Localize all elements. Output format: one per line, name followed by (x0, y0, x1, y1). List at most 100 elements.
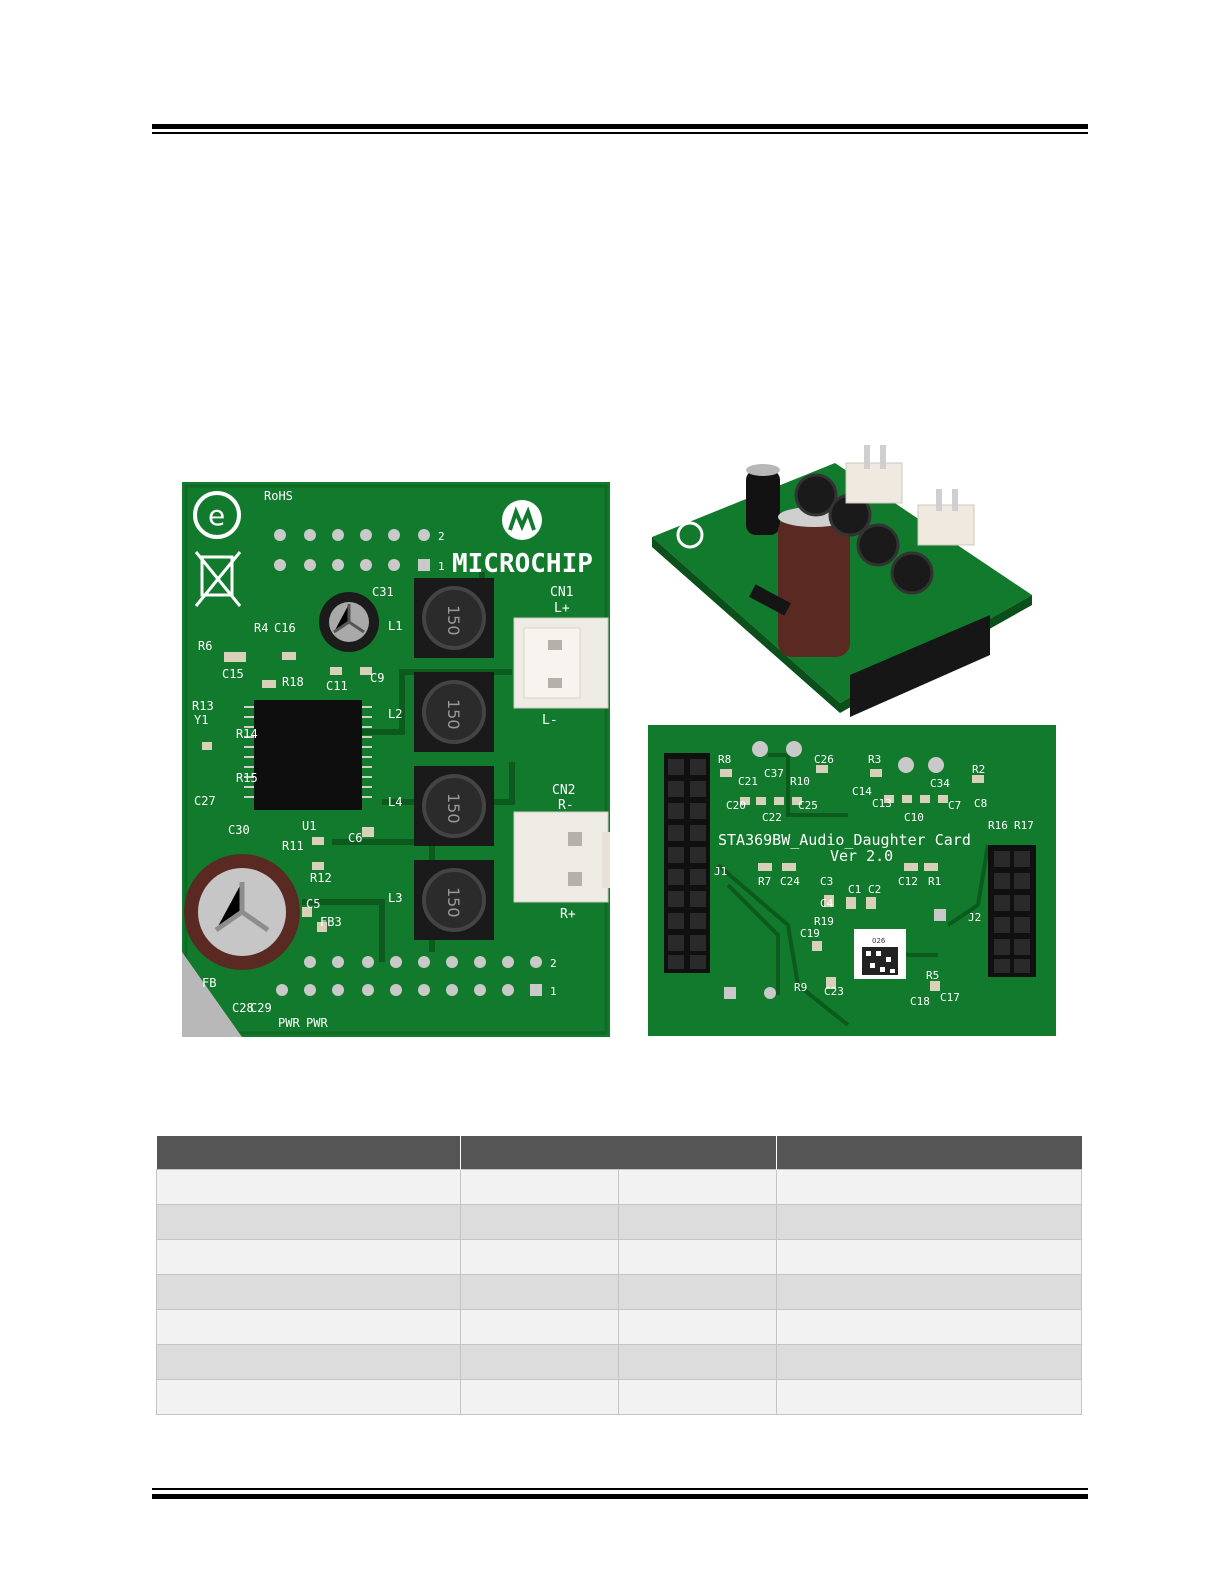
svg-text:C23: C23 (824, 985, 844, 998)
svg-text:C13: C13 (872, 797, 892, 810)
svg-text:Y1: Y1 (194, 713, 208, 727)
silkscreen-labels: R6 R4 C16 C31 L1 C15 R18 C11 C9 R13 Y1 R… (192, 585, 402, 1030)
table-cell (776, 1344, 1082, 1380)
table-cell (776, 1274, 1082, 1310)
cn1-pos-label: L+ (554, 601, 570, 616)
pin-label-2: 2 (438, 530, 445, 543)
chip-u1 (244, 700, 372, 810)
header-j1 (664, 753, 710, 973)
rohs-mark: RoHS (264, 489, 293, 503)
test-pads (724, 741, 946, 999)
table-cell (459, 1309, 620, 1345)
table-cell (776, 1379, 1082, 1415)
svg-text:R16: R16 (988, 819, 1008, 832)
header-j2 (988, 845, 1036, 977)
svg-text:C17: C17 (940, 991, 960, 1004)
svg-text:R17: R17 (1014, 819, 1034, 832)
svg-text:C25: C25 (798, 799, 818, 812)
connector-cn2 (513, 811, 610, 903)
table-row (156, 1239, 1082, 1275)
svg-text:R2: R2 (972, 763, 985, 776)
svg-text:R12: R12 (310, 871, 332, 885)
table-cell (618, 1344, 778, 1380)
cn1-neg-label: L- (542, 713, 558, 728)
footer-rule-thin (152, 1488, 1088, 1490)
svg-text:C7: C7 (948, 799, 961, 812)
cn1-label: CN1 (550, 585, 573, 600)
table-cell (459, 1169, 620, 1205)
svg-text:R8: R8 (718, 753, 731, 766)
svg-text:C26: C26 (814, 753, 834, 766)
cn2-neg-label: R- (558, 798, 574, 813)
table-cell (776, 1239, 1082, 1275)
svg-text:150: 150 (444, 793, 463, 824)
recycle-logo-icon: e (193, 491, 241, 539)
svg-text:026: 026 (872, 937, 886, 945)
svg-text:C31: C31 (372, 585, 394, 599)
table-cell (156, 1309, 461, 1345)
table-row (156, 1169, 1082, 1205)
inductor-l3: 150 (414, 860, 494, 940)
pin-label-bottom-1: 1 (550, 985, 557, 998)
capacitor-c31 (319, 592, 379, 652)
specifications-table (156, 1136, 1082, 1415)
capacitor-c30 (184, 854, 300, 970)
svg-text:L3: L3 (388, 891, 402, 905)
svg-text:C20: C20 (726, 799, 746, 812)
svg-text:C30: C30 (228, 823, 250, 837)
table-cell (156, 1344, 461, 1380)
svg-text:FB: FB (202, 976, 216, 990)
svg-text:R18: R18 (282, 675, 304, 689)
pcb-corner-pad (182, 952, 242, 1037)
svg-text:C12: C12 (898, 875, 918, 888)
pin-label-1: 1 (438, 560, 445, 573)
table-cell (618, 1204, 778, 1240)
table-cell (459, 1344, 620, 1380)
table-cell (459, 1274, 620, 1310)
header-rule-thin (152, 132, 1088, 134)
svg-text:L4: L4 (388, 795, 402, 809)
svg-text:C8: C8 (974, 797, 987, 810)
svg-text:C21: C21 (738, 775, 758, 788)
capacitor-small-3d (746, 464, 780, 535)
svg-text:C37: C37 (764, 767, 784, 780)
table-cell (156, 1204, 461, 1240)
svg-text:C4: C4 (820, 897, 834, 910)
table-row (156, 1204, 1082, 1240)
table-cell (776, 1169, 1082, 1205)
svg-text:R4: R4 (254, 621, 268, 635)
table-cell (156, 1239, 461, 1275)
board-version: Ver 2.0 (830, 847, 893, 865)
table-header-row (156, 1136, 1082, 1170)
svg-text:PWR: PWR (278, 1016, 300, 1030)
svg-text:J1: J1 (714, 865, 727, 878)
svg-text:R13: R13 (192, 699, 214, 713)
datamatrix-label: 026 (854, 929, 906, 979)
svg-text:R6: R6 (198, 639, 212, 653)
svg-text:C2: C2 (868, 883, 881, 896)
table-row (156, 1379, 1082, 1415)
bottom-pin-header (276, 956, 542, 996)
svg-text:R1: R1 (928, 875, 941, 888)
svg-text:R10: R10 (790, 775, 810, 788)
table-header-cell (156, 1136, 461, 1170)
svg-text:C15: C15 (222, 667, 244, 681)
table-cell (156, 1274, 461, 1310)
table-cell (776, 1309, 1082, 1345)
table-row (156, 1344, 1082, 1380)
svg-text:J2: J2 (968, 911, 981, 924)
svg-text:150: 150 (444, 605, 463, 636)
svg-text:L1: L1 (388, 619, 402, 633)
svg-text:C10: C10 (904, 811, 924, 824)
svg-text:C1: C1 (848, 883, 861, 896)
svg-text:C11: C11 (326, 679, 348, 693)
svg-text:C5: C5 (306, 897, 320, 911)
board-bottom-view-photo: 026 STA369BW_Audio_Daughter Card Ver 2.0… (648, 725, 1056, 1036)
svg-text:C9: C9 (370, 671, 384, 685)
svg-text:C3: C3 (820, 875, 833, 888)
table-cell (618, 1379, 778, 1415)
svg-text:FB3: FB3 (320, 915, 342, 929)
svg-text:C18: C18 (910, 995, 930, 1008)
svg-text:R3: R3 (868, 753, 881, 766)
table-row (156, 1309, 1082, 1345)
